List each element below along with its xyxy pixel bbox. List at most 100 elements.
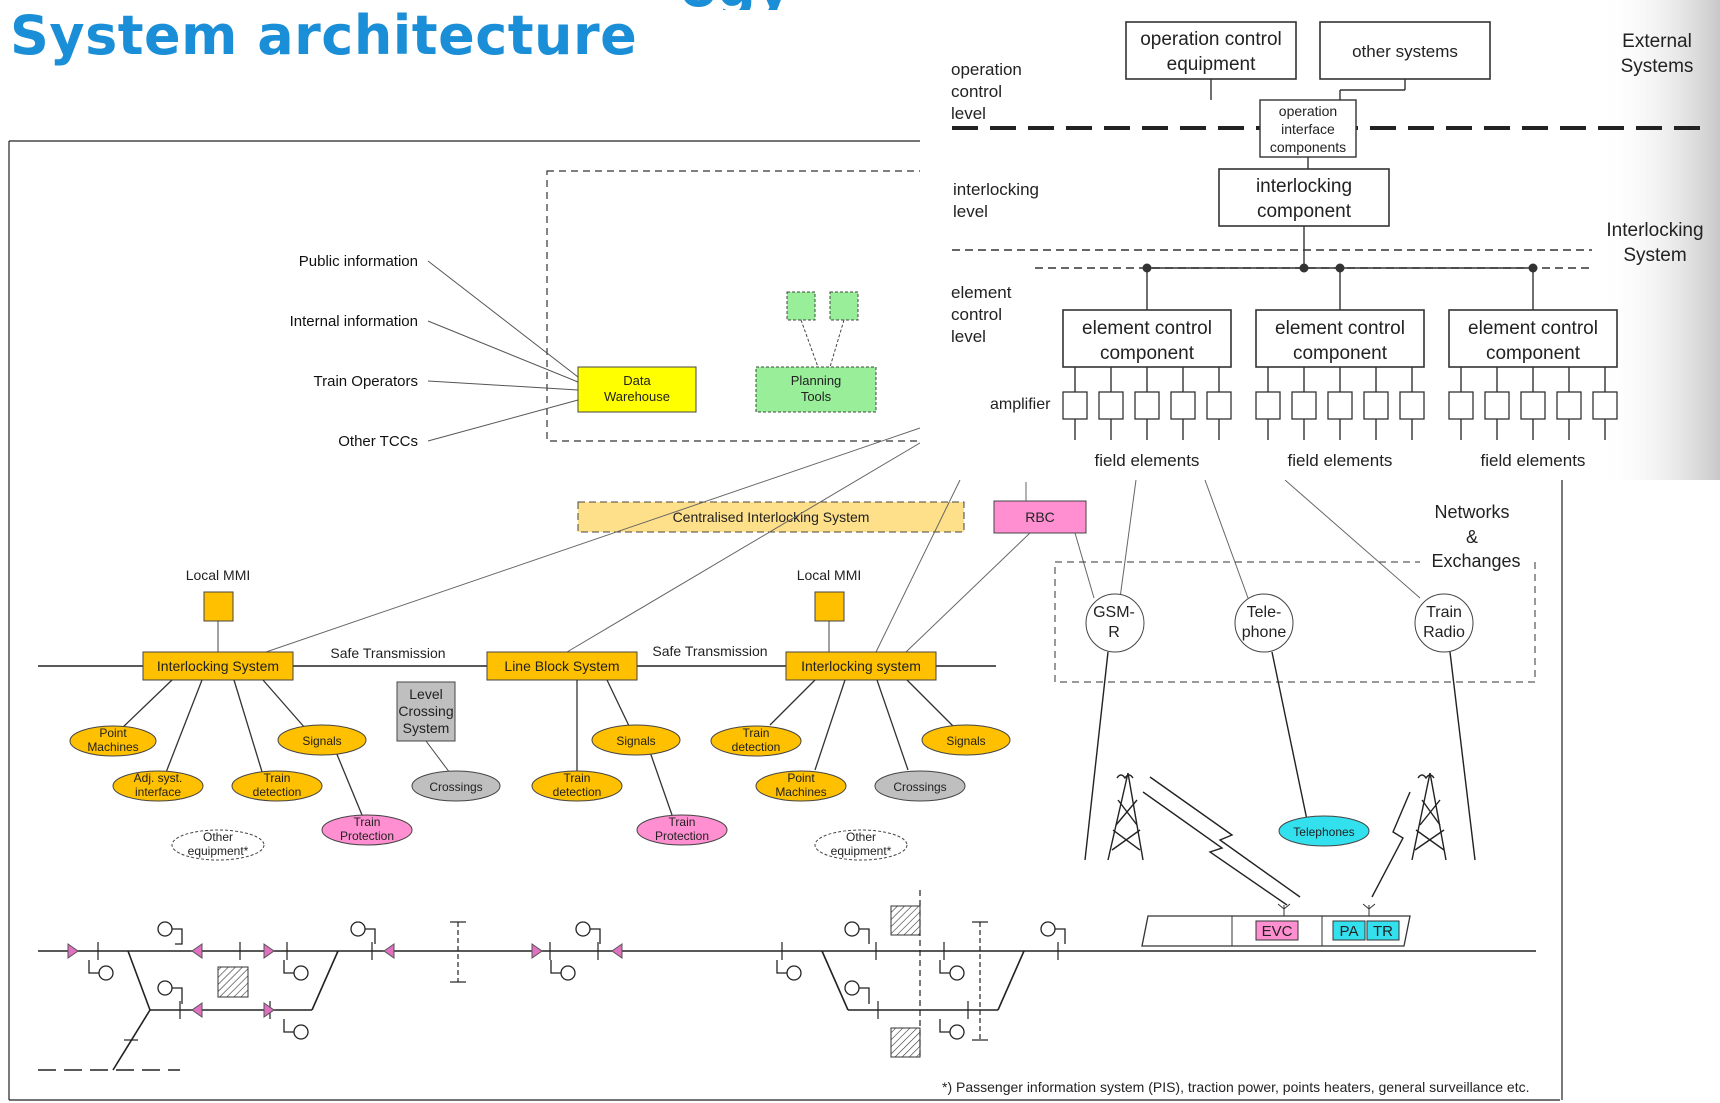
- svg-text:Line Block System: Line Block System: [504, 658, 619, 674]
- track-signal: [575, 921, 601, 944]
- info-train-operators: Train Operators: [314, 373, 418, 390]
- train-detection-2: Train detection: [531, 770, 623, 802]
- gsm-r: GSM- R: [1085, 593, 1145, 653]
- local-mmi-1: Local MMI: [186, 567, 251, 652]
- svg-text:Train: Train: [743, 726, 770, 740]
- amplifier-box: [1170, 391, 1196, 420]
- amplifier-box: [1592, 391, 1618, 420]
- svg-text:Signals: Signals: [616, 734, 655, 748]
- svg-text:GSM-: GSM-: [1093, 604, 1135, 621]
- track-signal: [157, 921, 183, 945]
- svg-text:equipment*: equipment*: [188, 844, 249, 858]
- control-links: [265, 427, 1421, 653]
- left-diagram-frame: [8, 140, 1563, 1101]
- svg-text:Machines: Machines: [775, 785, 826, 799]
- svg-text:components: components: [1270, 139, 1346, 155]
- rbc: RBC: [993, 500, 1087, 534]
- svg-text:Data: Data: [623, 373, 651, 388]
- hatched-block-3: [890, 1027, 921, 1058]
- svg-text:Train: Train: [564, 771, 591, 785]
- other-equipment-1: Other equipment*: [171, 829, 265, 861]
- hatched-block-2: [890, 905, 921, 936]
- tr-label: TR: [1373, 923, 1393, 940]
- radio-links: [1084, 651, 1476, 906]
- track-signal: [1040, 921, 1066, 944]
- local-mmi-2: Local MMI: [797, 567, 861, 652]
- svg-text:Signals: Signals: [946, 734, 985, 748]
- amplifier-box: [1484, 391, 1510, 420]
- train-detection-3: Train detection: [710, 725, 802, 757]
- svg-text:element control: element control: [1468, 318, 1598, 339]
- svg-text:Train: Train: [264, 771, 291, 785]
- svg-text:Train: Train: [669, 815, 696, 829]
- amplifier-box: [1520, 391, 1546, 420]
- svg-text:Interlocking system: Interlocking system: [801, 658, 921, 674]
- amplifier-box: [1098, 391, 1124, 420]
- amplifier-box: [1134, 391, 1160, 420]
- svg-text:Protection: Protection: [340, 829, 394, 843]
- svg-text:Interlocking System: Interlocking System: [157, 658, 279, 674]
- svg-text:interface: interface: [1281, 121, 1335, 137]
- info-other-tccs: Other TCCs: [338, 433, 418, 450]
- amplifier-box: [1291, 391, 1317, 420]
- svg-text:Tele-: Tele-: [1247, 604, 1282, 621]
- element-control-component-3: element control component: [1448, 309, 1618, 368]
- svg-text:Centralised Interlocking Syste: Centralised Interlocking System: [673, 509, 870, 525]
- svg-text:Local MMI: Local MMI: [186, 567, 251, 583]
- point-machines-1: Point Machines: [69, 725, 157, 757]
- svg-text:Planning: Planning: [791, 373, 842, 388]
- interlocking-level-label: interlocking: [953, 180, 1039, 199]
- level-crossing-system: Level Crossing System: [396, 681, 456, 774]
- track-signal: [550, 960, 576, 981]
- svg-text:Telephones: Telephones: [1293, 825, 1354, 839]
- pa-label: PA: [1340, 923, 1359, 940]
- track-joints: [97, 942, 1059, 1041]
- amplifier-box: [1363, 391, 1389, 420]
- amplifier-label: amplifier: [990, 396, 1051, 413]
- track-signal: [283, 1019, 309, 1040]
- svg-text:detection: detection: [253, 785, 302, 799]
- footnote: *) Passenger information system (PIS), t…: [942, 1079, 1530, 1095]
- field-elements-2: field elements: [1288, 451, 1393, 470]
- svg-text:component: component: [1293, 343, 1388, 364]
- operation-interface-components: operation interface components: [1259, 99, 1357, 158]
- equipment-links: [119, 679, 956, 816]
- svg-text:element control: element control: [1082, 318, 1212, 339]
- interlocking-architecture-inset: operation control equipment other system…: [920, 0, 1720, 480]
- track-signals: [88, 921, 1066, 1040]
- svg-text:Crossing: Crossing: [398, 703, 453, 719]
- amplifier-box: [1448, 391, 1474, 420]
- svg-text:Warehouse: Warehouse: [604, 389, 670, 404]
- amplifiers: [1062, 367, 1618, 440]
- crossings-2: Crossings: [874, 770, 966, 802]
- track-signal: [939, 1019, 965, 1040]
- svg-text:Crossings: Crossings: [893, 780, 946, 794]
- svg-text:equipment*: equipment*: [831, 844, 892, 858]
- svg-text:Tools: Tools: [801, 389, 832, 404]
- svg-text:operation: operation: [1279, 103, 1337, 119]
- svg-text:level: level: [953, 202, 988, 221]
- track-signal: [88, 960, 114, 981]
- interlocking-component: interlocking component: [1218, 168, 1390, 227]
- amplifier-box: [1206, 391, 1232, 420]
- evc-label: EVC: [1262, 923, 1293, 940]
- planning-tools: Planning Tools: [755, 291, 877, 413]
- adj-syst-interface: Adj. syst. interface: [112, 770, 204, 802]
- interlocking-system-2: Interlocking system: [785, 651, 937, 681]
- svg-text:System: System: [1623, 245, 1686, 266]
- signals-3: Signals: [921, 724, 1011, 756]
- svg-text:Exchanges: Exchanges: [1431, 551, 1520, 571]
- track-signal: [844, 980, 870, 1004]
- svg-text:System: System: [403, 720, 450, 736]
- element-control-component-2: element control component: [1255, 309, 1425, 368]
- svg-text:component: component: [1486, 343, 1581, 364]
- other-equipment-2: Other equipment*: [814, 829, 908, 861]
- svg-text:component: component: [1100, 343, 1195, 364]
- train-radio: Train Radio: [1414, 593, 1474, 653]
- svg-text:&: &: [1466, 527, 1478, 547]
- track-signal: [283, 960, 309, 981]
- other-systems: other systems: [1319, 21, 1491, 80]
- svg-text:equipment: equipment: [1167, 54, 1256, 75]
- svg-text:Networks: Networks: [1434, 502, 1509, 522]
- amplifier-box: [1255, 391, 1281, 420]
